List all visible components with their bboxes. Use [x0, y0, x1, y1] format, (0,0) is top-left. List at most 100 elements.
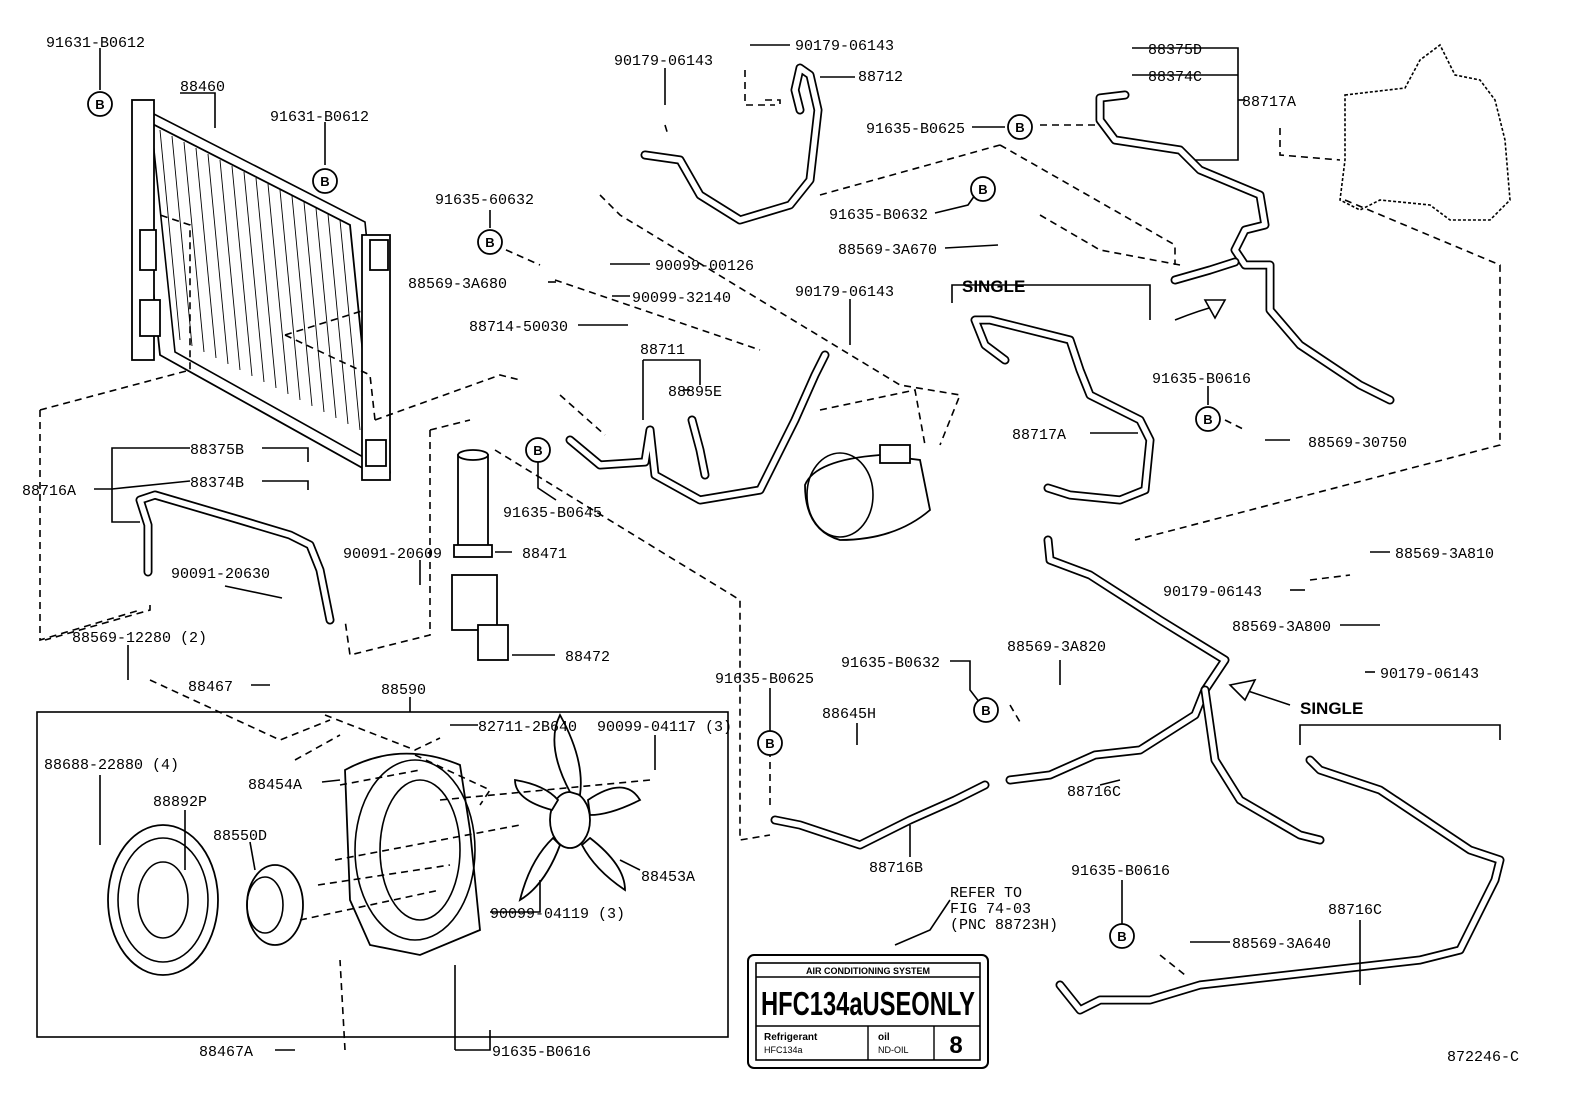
svg-text:B: B — [533, 443, 542, 458]
ac-label-heading: AIR CONDITIONING SYSTEM — [806, 966, 930, 976]
part-label: 90099-00126 — [655, 258, 754, 275]
part-label: 91635-B0616 — [492, 1044, 591, 1061]
part-label: 88714-50030 — [469, 319, 568, 336]
bolt-symbol: B — [87, 91, 113, 117]
part-label: 90179-06143 — [1163, 584, 1262, 601]
part-label: 91631-B0612 — [46, 35, 145, 52]
svg-text:B: B — [1015, 120, 1024, 135]
ac-warning-label: AIR CONDITIONING SYSTEM HFC134aUSEONLY R… — [747, 954, 989, 1069]
part-label: 88375D — [1148, 42, 1202, 59]
bolt-symbol: B — [970, 176, 996, 202]
svg-text:B: B — [485, 235, 494, 250]
part-label: 88454A — [248, 777, 302, 794]
part-label: 88569-3A680 — [408, 276, 507, 293]
condenser — [131, 99, 391, 481]
engine-outline — [1339, 43, 1511, 221]
part-label: 91635-B0625 — [866, 121, 965, 138]
refer-note: FIG 74-03 — [950, 901, 1031, 918]
svg-text:B: B — [765, 736, 774, 751]
bolt-symbol: B — [525, 437, 551, 463]
part-label: 90099-04119 (3) — [490, 906, 625, 923]
part-label: 88467A — [199, 1044, 253, 1061]
part-label: 88716B — [869, 860, 923, 877]
part-label: 88711 — [640, 342, 685, 359]
part-label: 88569-3A810 — [1395, 546, 1494, 563]
part-label: 90179-06143 — [1380, 666, 1479, 683]
ac-label-oil: oil — [878, 1032, 890, 1043]
part-labels: 91631-B0612 88460 91631-B0612 90179-0614… — [22, 35, 1519, 1066]
part-label: 88375B — [190, 442, 244, 459]
part-label: 88460 — [180, 79, 225, 96]
part-label: 88472 — [565, 649, 610, 666]
part-label: 88716C — [1067, 784, 1121, 801]
part-label: 91635-B0616 — [1152, 371, 1251, 388]
bolt-symbol: B — [477, 229, 503, 255]
single-label: SINGLE — [1300, 699, 1363, 718]
part-label: 88467 — [188, 679, 233, 696]
part-label: 90179-06143 — [795, 284, 894, 301]
bolt-symbol: B — [1109, 923, 1135, 949]
dashed-leaders — [39, 70, 1501, 1051]
svg-text:B: B — [1117, 929, 1126, 944]
part-label: 90179-06143 — [614, 53, 713, 70]
svg-text:B: B — [981, 703, 990, 718]
refer-note: (PNC 88723H) — [950, 917, 1058, 934]
part-label: 88645H — [822, 706, 876, 723]
part-label: 88590 — [381, 682, 426, 699]
part-label: 88471 — [522, 546, 567, 563]
ac-label-main: HFC134aUSEONLY — [761, 985, 975, 1022]
part-label: 90179-06143 — [795, 38, 894, 55]
part-label: 88717A — [1242, 94, 1296, 111]
part-label: 91635-B0645 — [503, 505, 602, 522]
single-label: SINGLE — [962, 277, 1025, 296]
bolt-symbol: B — [1195, 406, 1221, 432]
part-label: 91635-B0616 — [1071, 863, 1170, 880]
part-label: 90091-20609 — [343, 546, 442, 563]
part-label: 90099-04117 (3) — [597, 719, 732, 736]
receiver-dryer — [451, 449, 509, 661]
ac-label-refrigerant: Refrigerant — [764, 1032, 818, 1043]
part-label: 88895E — [668, 384, 722, 401]
part-label: 88569-30750 — [1308, 435, 1407, 452]
part-label: 88374C — [1148, 69, 1202, 86]
part-label: 88688-22880 (4) — [44, 757, 179, 774]
svg-text:B: B — [1203, 412, 1212, 427]
ac-label-refrigerant-value: HFC134a — [764, 1045, 803, 1055]
diagram-id: 872246-C — [1447, 1049, 1519, 1066]
part-label: 88374B — [190, 475, 244, 492]
arrow-icons — [1174, 299, 1291, 706]
part-label: 90091-20630 — [171, 566, 270, 583]
part-label: 91635-B0632 — [829, 207, 928, 224]
part-label: 91635-60632 — [435, 192, 534, 209]
svg-text:B: B — [320, 174, 329, 189]
part-label: 88712 — [858, 69, 903, 86]
bolt-symbol: B — [1007, 114, 1033, 140]
part-label: 88569-12280 (2) — [72, 630, 207, 647]
part-label: 88569-3A670 — [838, 242, 937, 259]
part-label: 88716C — [1328, 902, 1382, 919]
leader-lines — [94, 44, 1501, 1051]
part-label: 88453A — [641, 869, 695, 886]
part-label: 91635-B0625 — [715, 671, 814, 688]
part-label: 91631-B0612 — [270, 109, 369, 126]
bolt-symbol: B — [973, 697, 999, 723]
bolt-symbols: B B B B B B B B B B — [87, 91, 1221, 949]
ac-label-oil-number: 8 — [949, 1032, 962, 1059]
part-label: 88550D — [213, 828, 267, 845]
bolt-symbol: B — [312, 168, 338, 194]
part-label: 88569-3A820 — [1007, 639, 1106, 656]
part-label: 90099-32140 — [632, 290, 731, 307]
part-label: 88717A — [1012, 427, 1066, 444]
fan-assembly-frame — [36, 711, 729, 1038]
svg-text:B: B — [978, 182, 987, 197]
part-label: 88569-3A640 — [1232, 936, 1331, 953]
part-label: 91635-B0632 — [841, 655, 940, 672]
ac-label-oil-value: ND-OIL — [878, 1045, 909, 1055]
part-label: 88569-3A800 — [1232, 619, 1331, 636]
part-label: 88892P — [153, 794, 207, 811]
part-label: 82711-2B640 — [478, 719, 577, 736]
bolt-symbol: B — [757, 730, 783, 756]
pipes — [135, 63, 1505, 1015]
part-label: 88716A — [22, 483, 76, 500]
